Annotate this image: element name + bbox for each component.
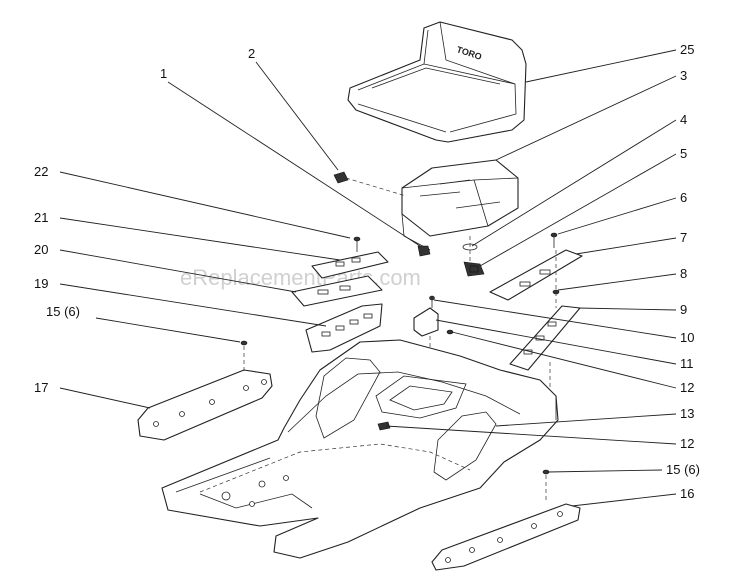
callout-16: 16 bbox=[680, 486, 694, 501]
callout-2: 2 bbox=[248, 46, 255, 61]
watermark-text: eReplacementParts.com bbox=[180, 265, 421, 290]
callout-11: 11 bbox=[680, 356, 694, 371]
callout-21: 21 bbox=[34, 210, 48, 225]
part-22-screw bbox=[353, 236, 361, 252]
part-17-step-plate bbox=[137, 340, 273, 441]
part-6-screw bbox=[550, 232, 558, 248]
callout-15-right: 15 (6) bbox=[666, 462, 700, 477]
part-1-nut bbox=[417, 245, 431, 257]
callout-19: 19 bbox=[34, 276, 48, 291]
callout-4: 4 bbox=[680, 112, 687, 127]
callout-20: 20 bbox=[34, 242, 48, 257]
part-7-upper-rail bbox=[489, 249, 583, 301]
part-5-knob bbox=[463, 261, 485, 277]
part-25-seat: TORO bbox=[347, 21, 527, 143]
callout-labels: 1 2 25 3 4 5 22 6 21 7 20 8 19 9 15 (6) … bbox=[34, 42, 700, 501]
part-13-fender bbox=[161, 339, 559, 559]
callout-15-left: 15 (6) bbox=[46, 304, 80, 319]
callout-6: 6 bbox=[680, 190, 687, 205]
part-19-lower-rail bbox=[305, 303, 383, 353]
part-3-seat-bracket bbox=[401, 159, 519, 251]
part-20-rail bbox=[291, 275, 383, 307]
callout-10: 10 bbox=[680, 330, 694, 345]
part-2-bolt bbox=[333, 171, 349, 184]
leader-lines bbox=[59, 49, 677, 507]
part-10-bolt bbox=[429, 295, 435, 308]
callout-3: 3 bbox=[680, 68, 687, 83]
callout-13: 13 bbox=[680, 406, 694, 421]
callout-12-lower: 12 bbox=[680, 436, 694, 451]
part-21-upper-rail bbox=[311, 251, 389, 279]
callout-5: 5 bbox=[680, 146, 687, 161]
callout-12-upper: 12 bbox=[680, 380, 694, 395]
callout-17: 17 bbox=[34, 380, 48, 395]
callout-1: 1 bbox=[160, 66, 167, 81]
part-16-step-plate bbox=[431, 469, 581, 571]
callout-25: 25 bbox=[680, 42, 694, 57]
callout-8: 8 bbox=[680, 266, 687, 281]
callout-22: 22 bbox=[34, 164, 48, 179]
callout-9: 9 bbox=[680, 302, 687, 317]
callout-7: 7 bbox=[680, 230, 687, 245]
part-11-switch-bracket bbox=[413, 307, 439, 337]
part-9-lower-rail bbox=[509, 305, 581, 371]
